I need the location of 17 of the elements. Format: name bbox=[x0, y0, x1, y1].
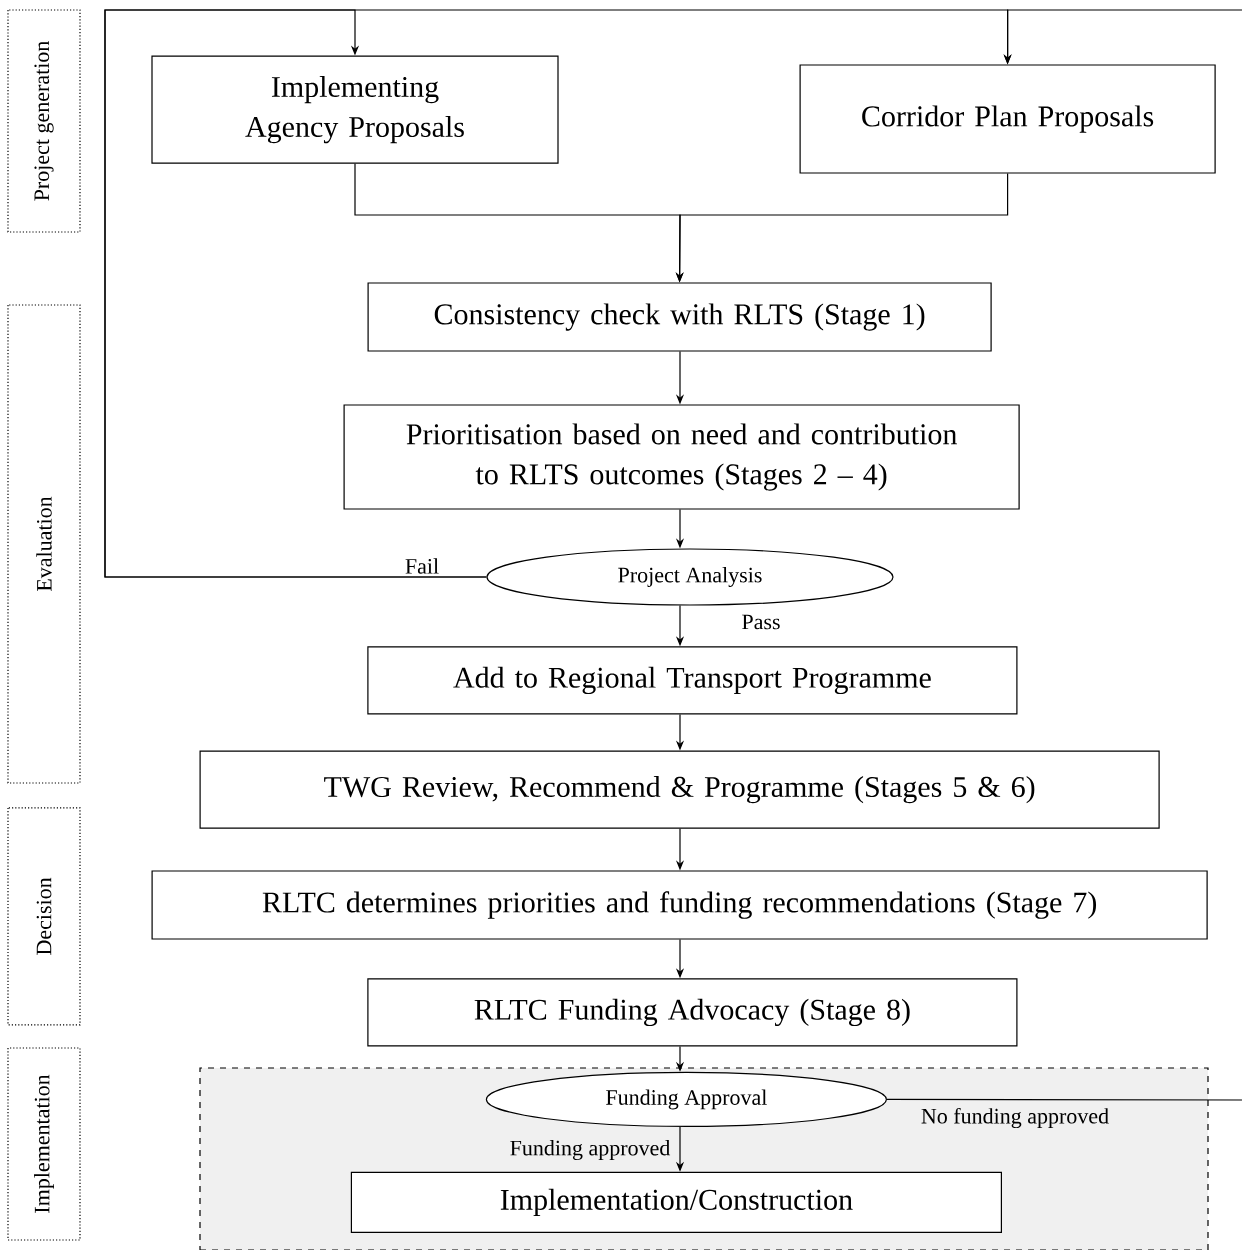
process-box: RLTC determines priorities and funding recommendations (Stage 7) bbox=[151, 870, 1208, 940]
edge-label: Pass bbox=[739, 612, 783, 632]
process-box: Corridor Plan Proposals bbox=[799, 64, 1216, 174]
edge-label: No funding approved bbox=[918, 1105, 1112, 1131]
stage-band: Evaluation bbox=[7, 304, 81, 784]
stage-band: Implementation bbox=[7, 1047, 81, 1241]
process-box: RLTC Funding Advocacy (Stage 8) bbox=[367, 978, 1018, 1047]
process-box: Add to Regional Transport Programme bbox=[367, 646, 1018, 715]
process-box: Consistency check with RLTS (Stage 1) bbox=[367, 282, 992, 352]
process-box: Prioritisation based on need and contribution to RLTS outcomes (Stages 2 – 4) bbox=[343, 404, 1020, 510]
process-box: Implementing Agency Proposals bbox=[151, 55, 559, 164]
edge-label: Fail bbox=[402, 556, 442, 576]
process-box: TWG Review, Recommend & Programme (Stages 5 & 6) bbox=[199, 750, 1160, 829]
process-box: Implementation/Construction bbox=[350, 1171, 1002, 1233]
edge-label: Funding approved bbox=[507, 1138, 673, 1162]
stage-band: Decision bbox=[7, 807, 81, 1026]
stage-band: Project generation bbox=[7, 9, 81, 233]
